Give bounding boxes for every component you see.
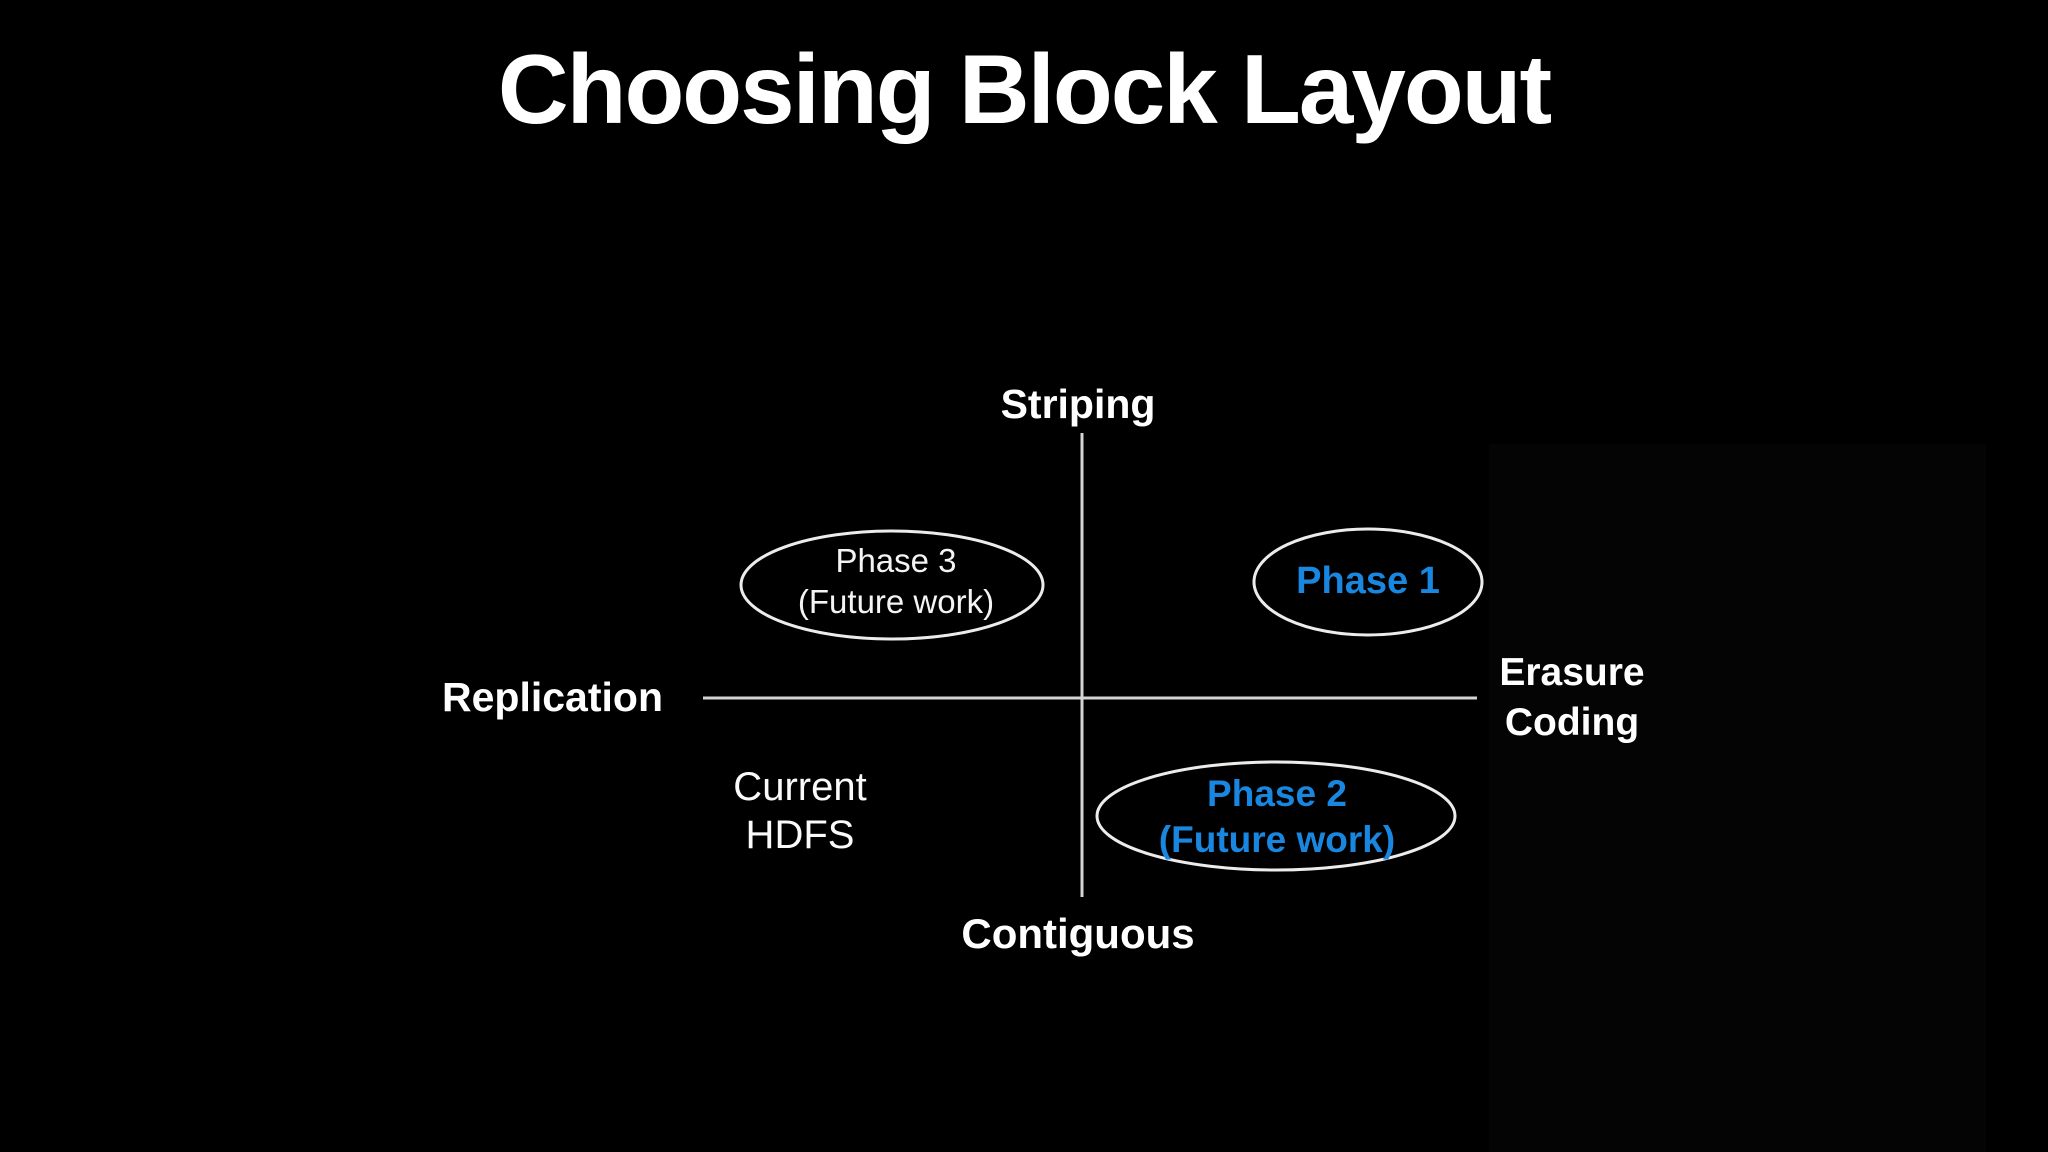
axis-label-erasure-coding-line1: Erasure: [1499, 651, 1645, 694]
axis-label-erasure-coding: Erasure Coding: [1499, 648, 1644, 748]
axis-label-striping: Striping: [1000, 381, 1156, 427]
phase1-ellipse: [1252, 527, 1484, 637]
phase3-ellipse: [739, 529, 1045, 641]
phase3-label-line2: (Future work): [797, 583, 995, 620]
phase2-label-line2: (Future work): [1158, 819, 1396, 860]
current-hdfs-label-line1: Current: [733, 765, 867, 809]
phase2-label-line1: Phase 2: [1207, 773, 1347, 814]
current-hdfs-label-line2: HDFS: [745, 813, 855, 857]
phase2-label: Phase 2 (Future work): [1159, 771, 1395, 863]
phase3-label-line1: Phase 3: [835, 542, 957, 579]
current-hdfs-label: Current HDFS: [733, 763, 866, 859]
slide-title: Choosing Block Layout: [497, 34, 1552, 144]
background-artifact-band: [1489, 444, 1986, 1152]
axis-label-replication: Replication: [442, 674, 663, 720]
axis-label-contiguous: Contiguous: [961, 910, 1195, 957]
axis-label-erasure-coding-line2: Coding: [1504, 701, 1640, 744]
phase3-label: Phase 3 (Future work): [798, 540, 994, 622]
phase1-label: Phase 1: [1296, 560, 1440, 602]
phase2-ellipse: [1095, 760, 1457, 872]
